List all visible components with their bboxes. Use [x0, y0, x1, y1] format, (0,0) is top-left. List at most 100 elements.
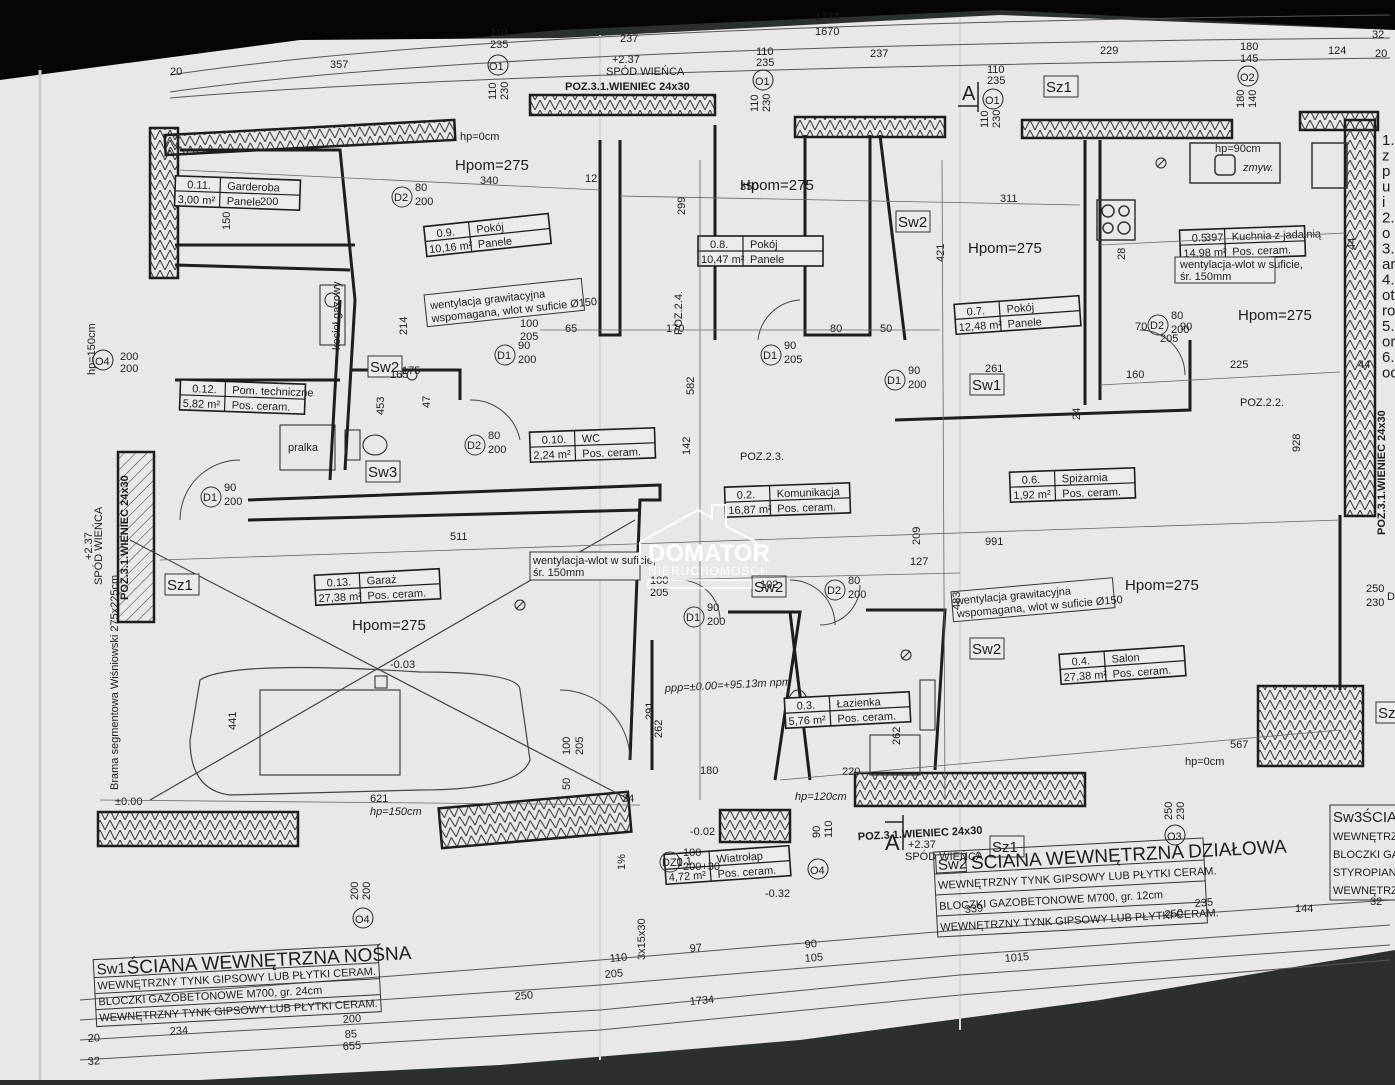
room-number: 0.8.	[710, 239, 728, 251]
interior-dimension: 511	[450, 531, 468, 543]
room-number: 0.10.	[542, 434, 567, 447]
note-fragment: u	[1382, 179, 1390, 196]
interior-dimension: 47	[421, 396, 433, 408]
room-number: 0.12.	[192, 383, 217, 396]
level-zero: ±0.00	[115, 796, 142, 808]
room-number: 0.11.	[187, 179, 211, 192]
note-fragment: 5.	[1382, 318, 1395, 335]
interior-dimension: 200	[260, 196, 278, 208]
interior-dimension: 205	[1160, 333, 1178, 345]
interior-dimension: 397	[1205, 232, 1223, 244]
door-height: 200+30	[683, 861, 720, 873]
interior-dimension: 160	[1126, 369, 1144, 381]
legend-title: ŚCIA	[1362, 808, 1395, 826]
bottom-dimension: 110	[609, 952, 628, 965]
interior-dimension: 225	[1230, 359, 1248, 371]
door-height: 200	[518, 354, 536, 366]
room-area: 10,47 m²	[701, 254, 745, 266]
room-name: Łazienka	[836, 696, 881, 710]
poz-24-label: POZ.2.4.	[673, 291, 685, 335]
interior-dimension: 441	[227, 712, 239, 730]
hp-label: hp=150cm	[370, 806, 422, 818]
interior-dimension: 421	[935, 244, 947, 262]
window-o1-mid-bottom: 235	[756, 57, 774, 69]
room-area: 16,87 m²	[728, 504, 772, 518]
window-tag: O1	[985, 95, 1000, 107]
room-name: Spiżarnia	[1062, 472, 1109, 486]
window-o1-mid-v1: 110	[749, 94, 761, 112]
dim-overall-1670: 1670	[815, 26, 839, 38]
note-fragment: 3.	[1382, 241, 1395, 258]
bottom-dimension: 235	[1194, 896, 1213, 910]
interior-dimension: 12	[585, 173, 597, 185]
interior-dimension: 102	[760, 579, 778, 591]
door-height: 205	[784, 354, 802, 366]
beam-level: +2.37	[612, 54, 640, 66]
dark-top-area	[0, 0, 1395, 80]
window-o1-left-v2: 230	[499, 82, 511, 100]
room-floor: Panele	[477, 235, 512, 251]
wall-tag-text: Sz1	[1046, 79, 1072, 96]
bottom-dimension: 97	[689, 942, 702, 955]
window-o1-right-top: 110	[987, 64, 1005, 76]
interior-dimension: 340	[480, 175, 498, 187]
bottom-dimension-left: 655	[342, 1040, 361, 1053]
door-width: 90	[224, 482, 236, 494]
window-o2-v2: 140	[1247, 90, 1259, 108]
note-fragment: o	[1382, 225, 1390, 242]
note-fragment: 6.	[1382, 349, 1395, 366]
slope-label: 1%	[616, 854, 628, 870]
room-floor: Pos. ceram.	[837, 710, 896, 725]
window-o2-v1: 180	[1235, 90, 1247, 108]
right-tag: D	[1387, 591, 1395, 603]
room-area: 27,38 m²	[318, 591, 362, 605]
hp-label: hp=120cm	[795, 791, 847, 803]
wall-type-tag: Sw2	[895, 210, 931, 233]
note-fragment: 4.	[1382, 272, 1395, 289]
door-width: 90	[784, 340, 796, 352]
beam-under-label: SPÓD WIEŃCA	[606, 65, 685, 78]
note-fragment: z	[1382, 148, 1390, 165]
interior-dimension: 291	[644, 702, 656, 720]
room-name: Pom. techniczne	[232, 385, 314, 400]
bottom-dimension-left: 85	[344, 1028, 357, 1041]
beam-level: +2.37	[908, 839, 936, 851]
door-width: 90	[518, 340, 530, 352]
dim-overall-1734: 1734	[815, 11, 839, 23]
wall-tag-text: Sz1	[167, 577, 193, 594]
room-area: 3,00 m²	[178, 194, 216, 207]
vent-note-inlet-garage: wentylacja-wlot w suficie, śr. 150mm	[529, 551, 656, 581]
room-floor: Panele	[226, 196, 261, 209]
interior-dimension: 175	[402, 365, 420, 377]
beam-label-top: +2.37 SPÓD WIEŃCA POZ.3.1.WIENIEC 24x30	[565, 54, 690, 93]
gas-boiler: kocioł gazowy	[319, 281, 346, 350]
room-name: Garderoba	[227, 181, 281, 195]
kitchen-fixtures	[1096, 142, 1348, 241]
interior-dimension: 80	[830, 323, 842, 335]
window-o1-left-v1: 110	[487, 82, 499, 100]
beam-label: POZ.3.1.WIENIEC 24x30	[1376, 410, 1388, 535]
door-width: 90	[707, 602, 719, 614]
door-height: 200	[908, 379, 926, 391]
room-number: 0.3.	[796, 700, 815, 713]
door-width: 80	[415, 182, 427, 194]
window-o4-bl-v2: 200	[361, 882, 373, 900]
door-height: 200	[415, 196, 433, 208]
room-height-labels: Hpom=275 Hpom=275 Hpom=275 Hpom=275 Hpom…	[352, 157, 1312, 634]
interior-dimension: 621	[370, 793, 388, 805]
room-number: 0.2.	[737, 489, 756, 502]
window-o1-middle: 110 235 O1 110 230	[749, 46, 774, 112]
interior-dimension: 180	[700, 765, 718, 777]
room-area: 27,38 m²	[1063, 669, 1107, 684]
interior-dimension: 150	[221, 212, 233, 230]
wall-tag-text: Sz1	[1378, 705, 1395, 722]
window-o1-left: 110 235 O1 110 230	[487, 27, 511, 100]
domator-watermark: DOMATOR NIERUCHOMOŚCI	[639, 504, 770, 589]
interior-dimension: 100	[520, 318, 538, 330]
door-width: 80	[848, 575, 860, 587]
